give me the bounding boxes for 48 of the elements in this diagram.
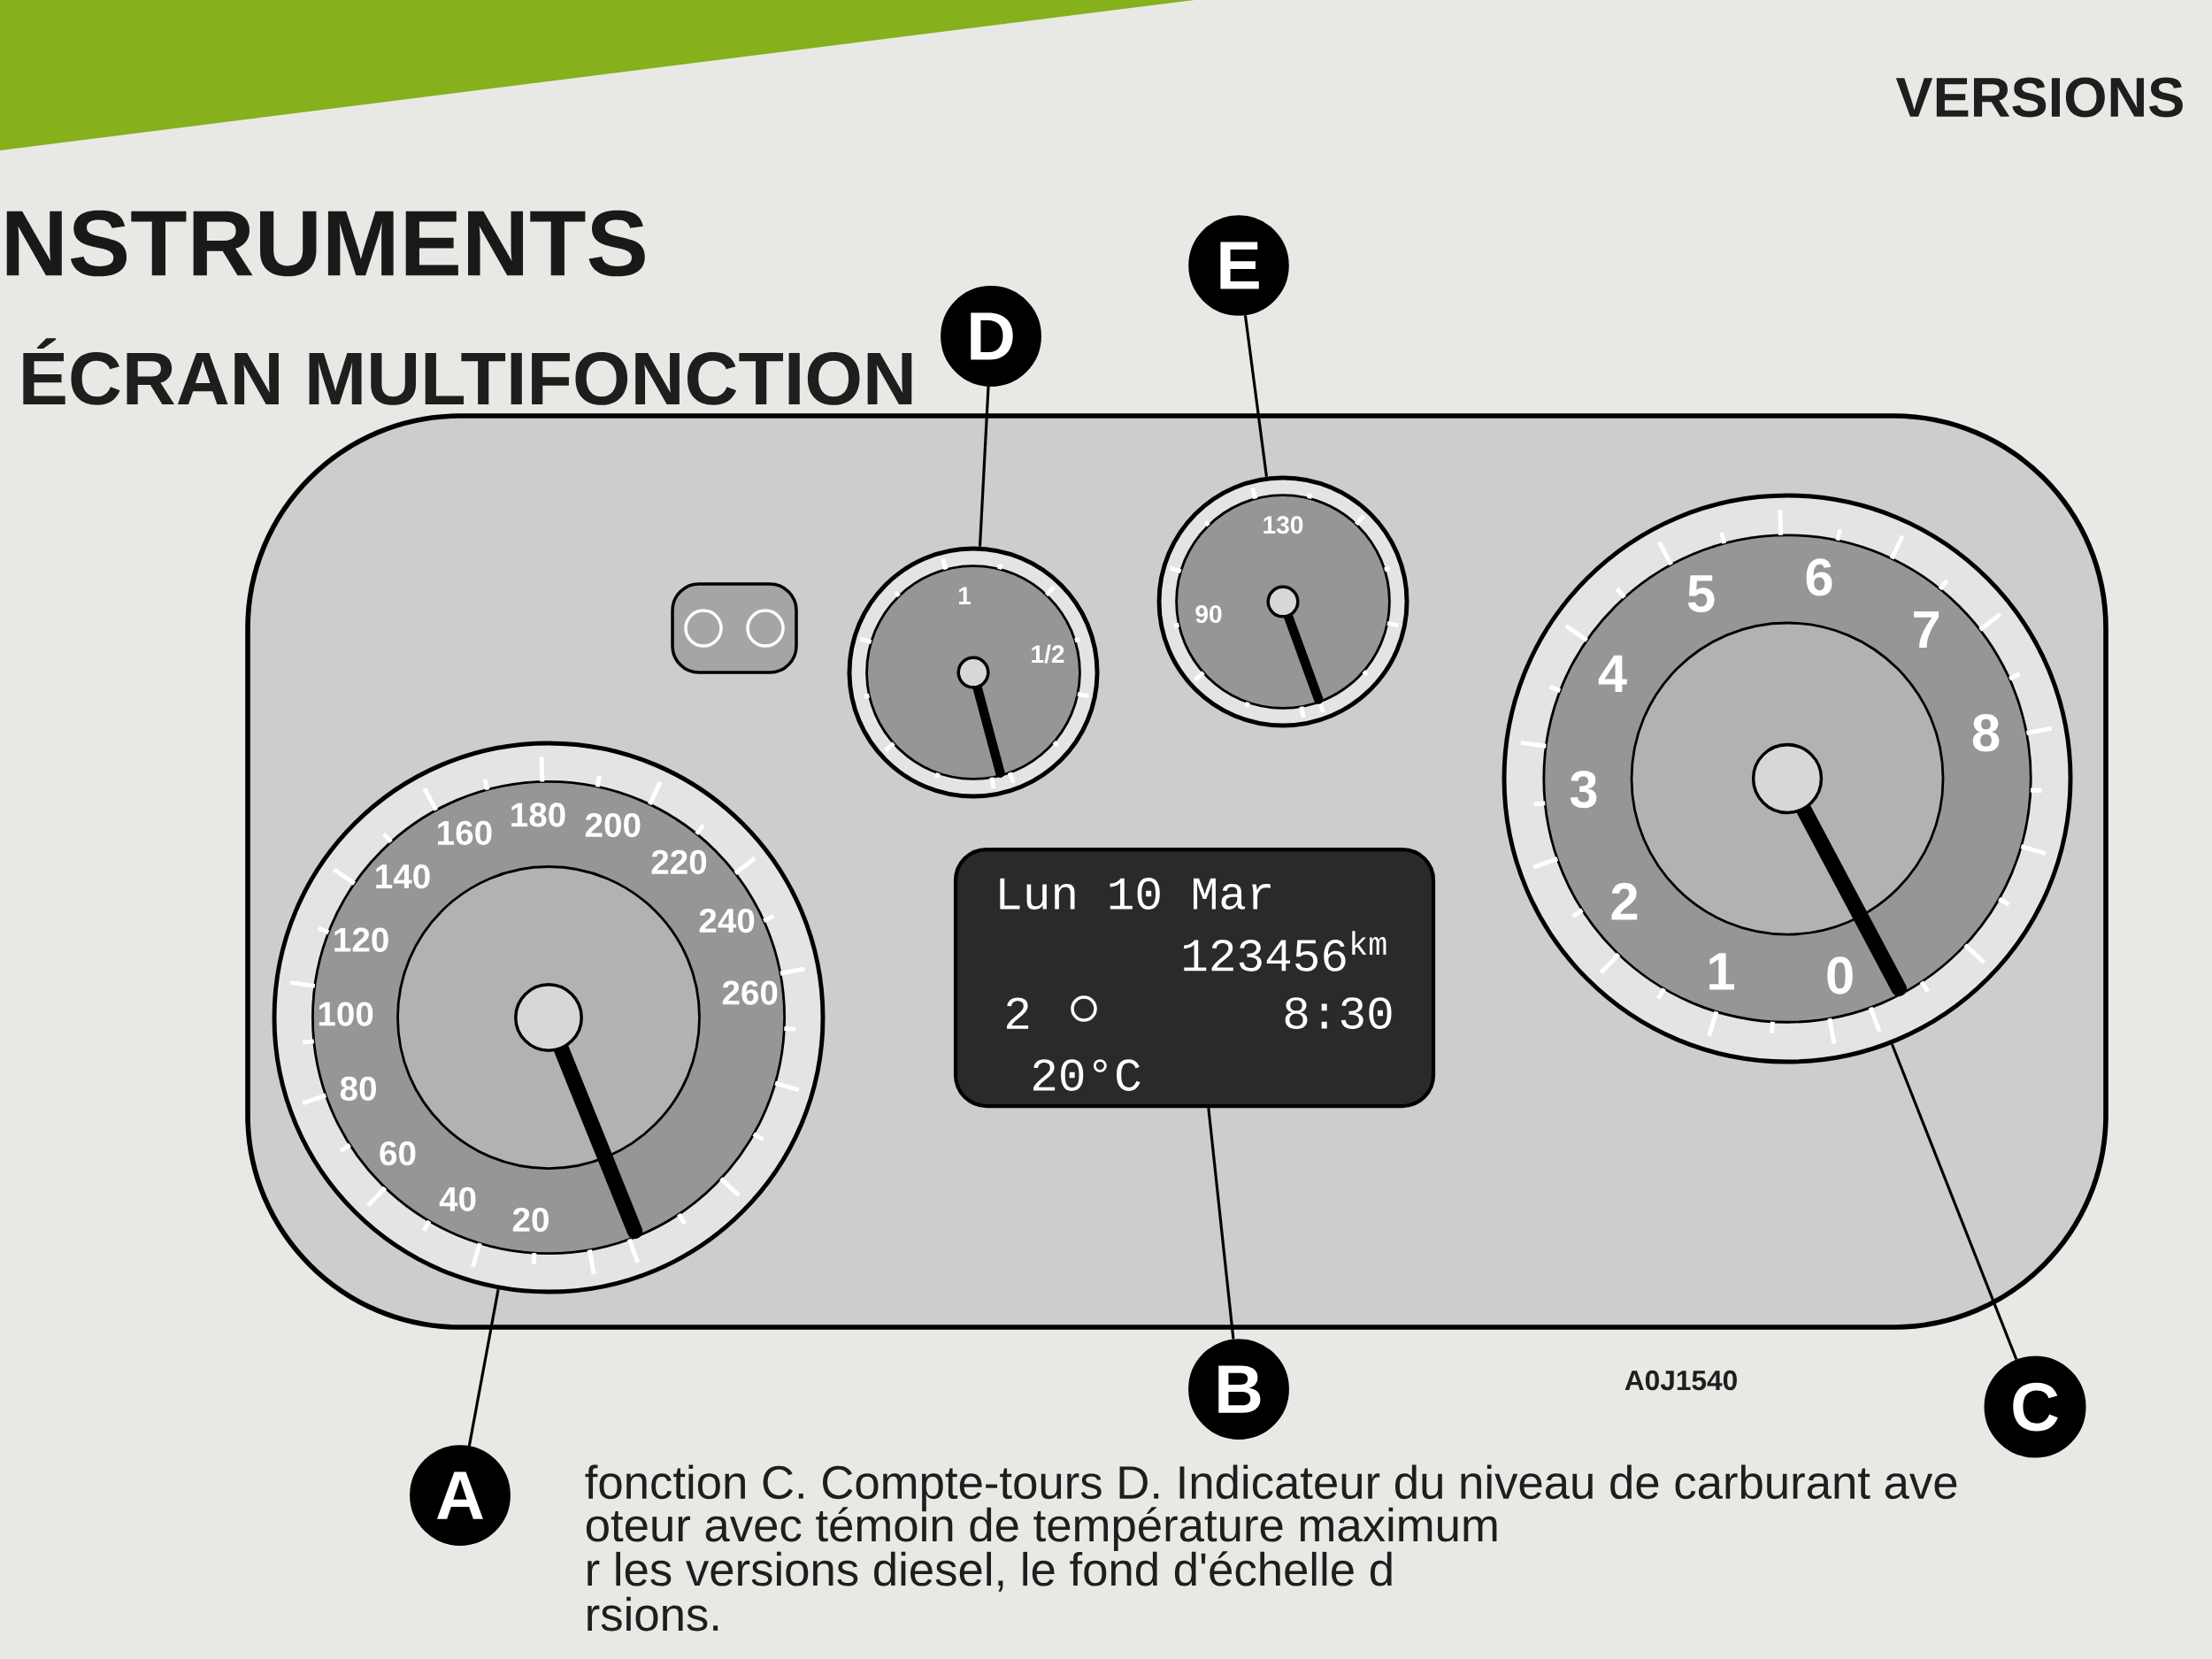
callout-number: D bbox=[941, 286, 1041, 387]
dial-number: 200 bbox=[585, 812, 641, 838]
dial-number: 0 bbox=[1827, 956, 1853, 995]
tachometer-drawing bbox=[1502, 493, 2073, 1064]
dial-number: 120 bbox=[334, 927, 388, 952]
leader-line bbox=[1207, 1107, 1235, 1340]
dial-number: 7 bbox=[1914, 611, 1939, 649]
speedometer-drawing bbox=[272, 741, 826, 1294]
dial-number: 1/2 bbox=[1032, 644, 1064, 664]
dial-number: 60 bbox=[380, 1141, 416, 1166]
dial-number: 40 bbox=[439, 1187, 476, 1212]
dial-number: 140 bbox=[376, 864, 430, 889]
dial-number: 130 bbox=[1263, 516, 1303, 534]
dial-number: 260 bbox=[722, 980, 778, 1005]
dial-number: 80 bbox=[340, 1076, 376, 1101]
dial-number: 4 bbox=[1598, 655, 1627, 692]
leader-line bbox=[1890, 1043, 2018, 1361]
dial-number: 240 bbox=[699, 908, 755, 933]
dial-number: 1 bbox=[958, 587, 972, 604]
section-heading: VERSIONS bbox=[1895, 77, 2183, 118]
body-text: rsions. bbox=[588, 1596, 718, 1632]
subheading: ÉCRAN MULTIFONCTION bbox=[23, 338, 912, 405]
dial-number: 2 bbox=[1611, 882, 1638, 920]
leader-line bbox=[1243, 315, 1268, 477]
dial-number: 1 bbox=[1709, 953, 1734, 990]
dial-number: 220 bbox=[651, 849, 707, 874]
dial-number: 20 bbox=[512, 1207, 549, 1233]
dial-number: 8 bbox=[1972, 714, 2000, 752]
dial-number: 5 bbox=[1687, 575, 1715, 613]
dial-number: 3 bbox=[1570, 770, 1597, 809]
dial-number: 160 bbox=[438, 820, 492, 845]
fuel-gauge-drawing bbox=[847, 546, 1100, 799]
figure-code: A0J1540 bbox=[1624, 1370, 1737, 1391]
body-text: r les versions diesel, le fond d'échelle d bbox=[588, 1551, 1392, 1592]
leader-line bbox=[467, 1288, 500, 1447]
callout-number: E bbox=[1188, 215, 1289, 316]
callout-number: A bbox=[410, 1445, 511, 1546]
dial-number: 90 bbox=[1195, 605, 1222, 623]
dial-number: 6 bbox=[1806, 558, 1832, 596]
display-screen: Lun 10 Mar 123456$^{km}$ 2 8:30 20°C bbox=[953, 847, 1436, 1109]
callout-number: C bbox=[1984, 1356, 2086, 1458]
temperature-gauge-drawing bbox=[1156, 475, 1409, 728]
body-text: oteur avec témoin de température maximum bbox=[586, 1507, 1497, 1551]
heading: NSTRUMENTS bbox=[6, 210, 645, 277]
leader-line bbox=[978, 386, 990, 547]
callout-number: B bbox=[1188, 1339, 1289, 1440]
dial-number: 100 bbox=[319, 1002, 373, 1026]
dial-number: 180 bbox=[511, 803, 565, 827]
